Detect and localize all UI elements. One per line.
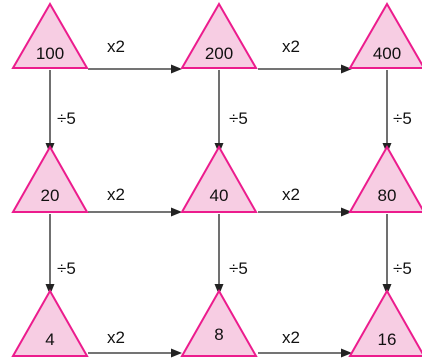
triangle-value: 8 — [214, 325, 223, 344]
arrow-row1-col1-to-col2 — [88, 64, 182, 74]
op-label-col1-b: ÷5 — [57, 259, 76, 278]
arrow-row2-col2-to-col3 — [258, 207, 352, 217]
triangle-value: 20 — [41, 186, 60, 205]
arrow-col2-row1-to-row2 — [214, 70, 224, 154]
triangle-node-row3-col3: 16 — [348, 288, 422, 357]
op-label-row3-a: x2 — [107, 328, 125, 347]
arrow-col1-row1-to-row2 — [45, 70, 55, 154]
triangle-node-row1-col2: 200 — [180, 2, 258, 69]
triangle-node-row2-col1: 20 — [11, 144, 89, 213]
triangle-value: 200 — [205, 44, 233, 63]
op-label-col2-a: ÷5 — [229, 109, 248, 128]
arrow-col3-row1-to-row2 — [382, 70, 392, 154]
triangle-node-row1-col3: 400 — [348, 2, 422, 69]
op-label-row1-b: x2 — [282, 37, 300, 56]
op-label-row2-b: x2 — [282, 185, 300, 204]
triangle-node-row3-col2: 8 — [180, 288, 258, 357]
op-label-col2-b: ÷5 — [229, 259, 248, 278]
triangle-value: 4 — [45, 330, 54, 349]
triangle-node-row2-col2: 40 — [180, 144, 258, 213]
triangle-value: 40 — [210, 186, 229, 205]
triangle-node-row1-col1: 100 — [11, 2, 89, 69]
triangle-value: 80 — [378, 186, 397, 205]
arrow-col2-row2-to-row3 — [214, 214, 224, 295]
op-label-row3-b: x2 — [282, 328, 300, 347]
triangle-value: 100 — [36, 44, 64, 63]
op-label-col3-a: ÷5 — [393, 109, 412, 128]
arrow-row2-col1-to-col2 — [88, 207, 182, 217]
triangle-node-row2-col3: 80 — [348, 144, 422, 213]
arrow-col3-row2-to-row3 — [382, 214, 392, 295]
arrow-col1-row2-to-row3 — [45, 214, 55, 295]
op-label-row1-a: x2 — [107, 37, 125, 56]
op-label-row2-a: x2 — [107, 185, 125, 204]
op-label-col3-b: ÷5 — [393, 259, 412, 278]
triangle-node-row3-col1: 4 — [11, 288, 89, 357]
arrow-row3-col2-to-col3 — [258, 348, 352, 358]
triangle-value: 16 — [378, 330, 397, 349]
triangle-value: 400 — [373, 44, 401, 63]
arrow-row3-col1-to-col2 — [88, 348, 182, 358]
op-label-col1-a: ÷5 — [57, 109, 76, 128]
arrow-row1-col2-to-col3 — [258, 64, 352, 74]
